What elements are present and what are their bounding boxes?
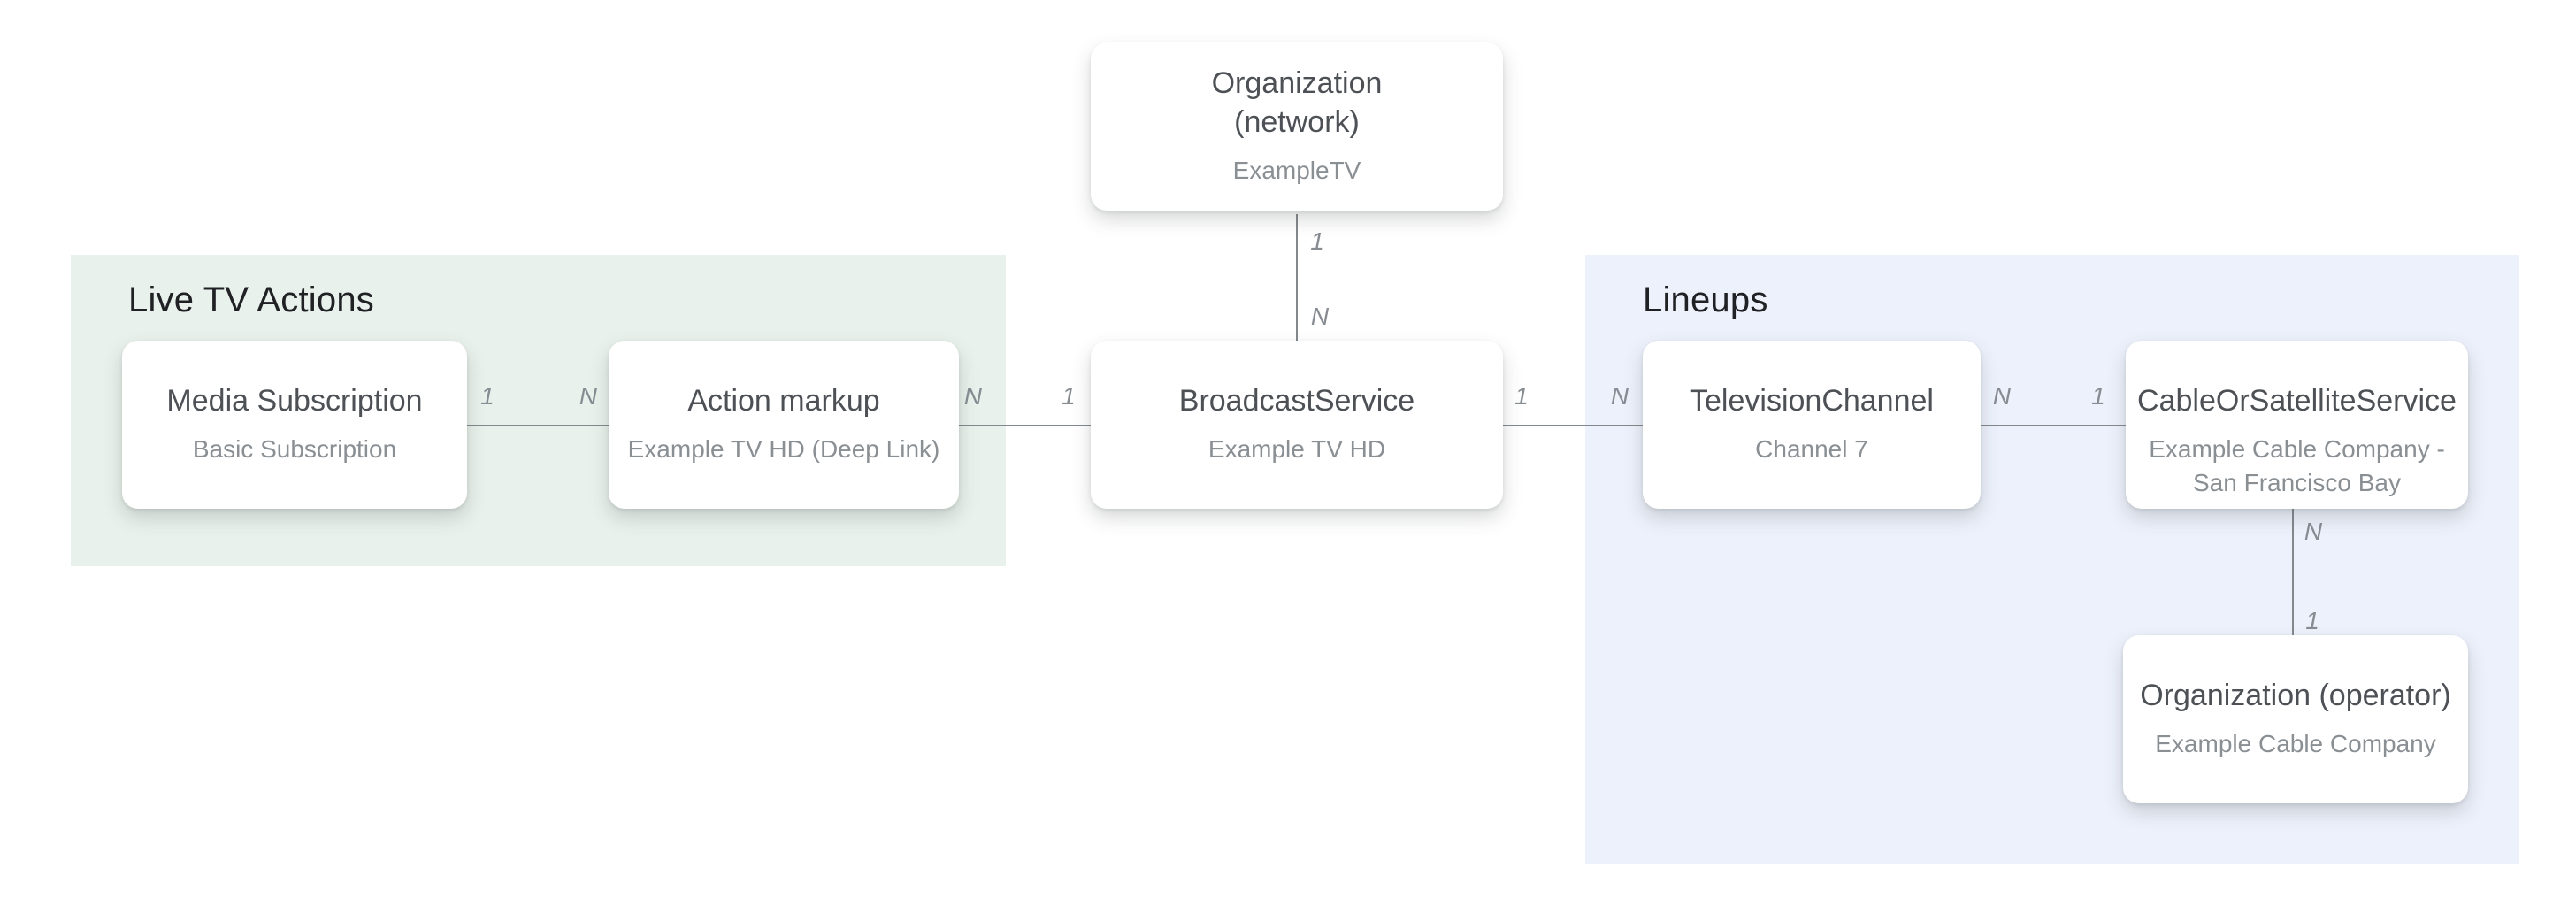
- entity-title: BroadcastService: [1178, 384, 1415, 418]
- connector-actionmarkup-to-broadcastservice: [959, 425, 1091, 426]
- cardinality-label: N: [579, 382, 598, 410]
- entity-card-broadcast-service: BroadcastService Example TV HD: [1091, 341, 1503, 509]
- entity-title: CableOrSatelliteService: [2137, 384, 2457, 418]
- cardinality-label: N: [2304, 518, 2323, 545]
- entity-subtitle: Example Cable Company - San Francisco Ba…: [2149, 435, 2445, 496]
- entity-title: Organization (network): [1211, 66, 1383, 139]
- section-label-live-tv-actions: Live TV Actions: [128, 280, 374, 319]
- cardinality-label: 1: [2091, 382, 2105, 410]
- section-label-lineups: Lineups: [1643, 280, 1768, 319]
- entity-card-media-subscription: Media Subscription Basic Subscription: [122, 341, 467, 509]
- cardinality-label: N: [1610, 382, 1629, 410]
- entity-card-organization-network: Organization (network) ExampleTV: [1091, 42, 1503, 211]
- connector-televisionchannel-to-cableorsatelliteservice: [1981, 425, 2126, 426]
- cardinality-label: N: [963, 382, 983, 410]
- cardinality-label: 1: [1514, 382, 1529, 410]
- connector-network-to-broadcastservice: [1296, 214, 1298, 341]
- entity-subtitle: ExampleTV: [1232, 157, 1361, 184]
- connector-mediasubscription-to-actionmarkup: [467, 425, 609, 426]
- entity-title: TelevisionChannel: [1690, 384, 1934, 418]
- entity-title: Media Subscription: [166, 384, 423, 418]
- entity-card-television-channel: TelevisionChannel Channel 7: [1643, 341, 1981, 509]
- cardinality-label: N: [1310, 303, 1330, 330]
- connector-cableorsatelliteservice-to-operator: [2292, 509, 2294, 635]
- entity-card-organization-operator: Organization (operator) Example Cable Co…: [2123, 635, 2468, 803]
- entity-card-action-markup: Action markup Example TV HD (Deep Link): [609, 341, 959, 509]
- cardinality-label: 1: [1062, 382, 1076, 410]
- cardinality-label: 1: [480, 382, 494, 410]
- entity-subtitle: Channel 7: [1755, 435, 1868, 463]
- entity-subtitle: Basic Subscription: [192, 435, 397, 463]
- entity-card-cable-or-satellite-service: CableOrSatelliteService Example Cable Co…: [2126, 341, 2468, 509]
- entity-subtitle: Example TV HD: [1208, 435, 1386, 463]
- cardinality-label: N: [1992, 382, 2012, 410]
- entity-subtitle: Example Cable Company: [2155, 730, 2436, 757]
- connector-broadcastservice-to-televisionchannel: [1503, 425, 1643, 426]
- cardinality-label: 1: [2305, 607, 2319, 634]
- entity-title: Organization (operator): [2140, 679, 2451, 712]
- entity-subtitle: Example TV HD (Deep Link): [627, 435, 940, 463]
- entity-title: Action markup: [687, 384, 880, 418]
- cardinality-label: 1: [1310, 227, 1324, 255]
